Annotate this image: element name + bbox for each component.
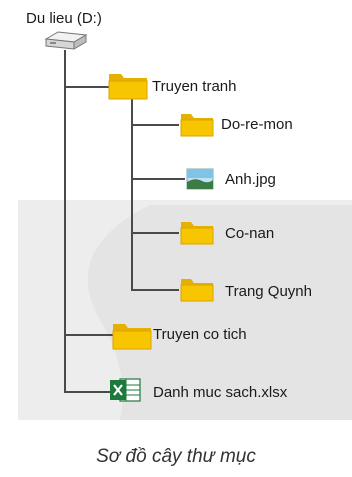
branch-danh-muc-line	[64, 391, 110, 393]
branch-do-re-mon-line	[131, 124, 179, 126]
folder-icon	[180, 279, 214, 302]
diagram-caption: Sơ đồ cây thư mục	[96, 446, 256, 467]
folder-icon	[180, 222, 214, 245]
file-danh-muc-sach-label: Danh muc sach.xlsx	[153, 384, 288, 401]
branch-truyen-tranh-line	[64, 86, 110, 88]
file-anh-label: Anh.jpg	[225, 171, 276, 188]
branch-truyen-co-tich-line	[64, 334, 114, 336]
image-file-icon	[186, 168, 214, 190]
folder-do-re-mon-label: Do-re-mon	[221, 116, 293, 133]
truyen-tranh-trunk-line	[131, 96, 133, 290]
branch-anh-line	[131, 178, 185, 180]
folder-icon	[180, 114, 214, 137]
folder-truyen-co-tich-label: Truyen co tich	[153, 326, 247, 343]
drive-icon	[44, 31, 88, 50]
folder-icon	[112, 324, 152, 350]
folder-icon	[108, 74, 148, 100]
root-drive-label: Du lieu (D:)	[26, 10, 102, 27]
folder-truyen-tranh-label: Truyen tranh	[152, 78, 237, 95]
folder-trang-quynh-label: Trang Quynh	[225, 283, 312, 300]
folder-co-nan-label: Co-nan	[225, 225, 275, 242]
excel-file-icon	[110, 378, 141, 402]
branch-trang-quynh-line	[131, 289, 179, 291]
root-trunk-line	[64, 50, 66, 393]
branch-co-nan-line	[131, 232, 179, 234]
